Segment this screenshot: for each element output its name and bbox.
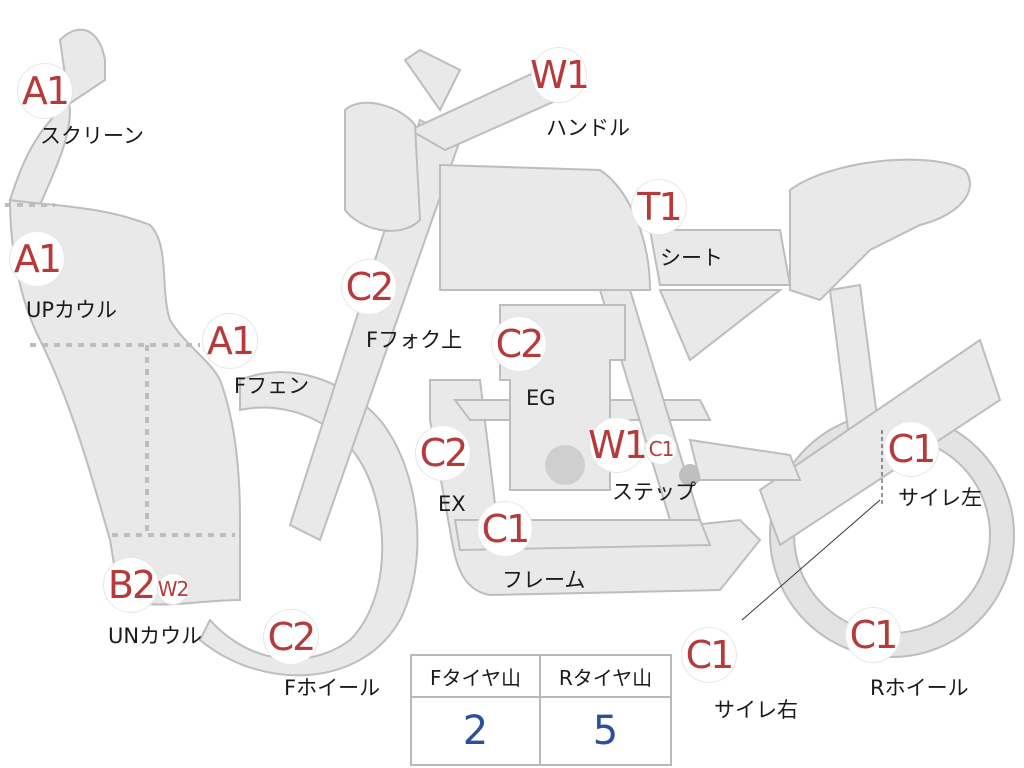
un-cowl-grade-badge: B2 [104,558,158,612]
un-cowl-sub-grade-badge: W2 [158,574,189,604]
f-wheel-grade-badge: C2 [264,610,318,664]
step-sub-grade-badge: C1 [646,434,676,464]
engine-grade-badge: C2 [492,317,546,371]
f-fender-label: Fフェン [234,374,310,398]
step-grade-badge: W1 [588,418,648,472]
exhaust-grade-badge: C2 [416,426,470,480]
r-wheel-grade-badge: C1 [846,608,900,662]
seat-grade-badge: T1 [632,180,686,234]
screen-label: スクリーン [40,124,144,148]
muffler-right-label: サイレ右 [714,698,798,722]
frame-grade-badge: C1 [478,502,532,556]
up-cowl-label: UPカウル [26,298,118,322]
f-wheel-label: Fホイール [284,676,381,700]
front-wheel-shape [198,371,419,677]
step-label: ステップ [612,480,696,504]
tank-shape [439,163,652,291]
r-wheel-label: Rホイール [870,676,969,700]
handle-grade-badge: W1 [530,48,590,102]
headlight-shape [344,101,422,232]
f-fork-label: Fフォク上 [366,328,463,352]
front-tire-value: 2 [412,698,541,764]
un-cowl-label: UNカウル [108,624,203,648]
up-cowl-grade-badge: A1 [10,232,64,286]
screen-grade-badge: A1 [18,64,72,118]
rear-tire-value: 5 [592,708,619,754]
handle-label: ハンドル [546,116,630,140]
muffler-left-grade-badge: C1 [884,422,938,476]
screen-shape [8,28,106,207]
f-fork-grade-badge: C2 [342,260,396,314]
cowl-shape [8,198,241,606]
muffler-shape [758,338,1002,547]
rear-tire-header: Rタイヤ山 [541,656,670,698]
muffler-left-label: サイレ左 [898,486,982,510]
engine-label: EG [526,386,556,410]
exhaust-label: EX [438,492,466,516]
seat-label: シート [660,246,723,270]
f-fender-grade-badge: A1 [203,314,257,368]
tire-tread-table: Fタイヤ山 Rタイヤ山 2 5 [410,654,672,766]
frame-label: フレーム [502,568,586,592]
muffler-right-grade-badge: C1 [682,628,736,682]
front-tire-header: Fタイヤ山 [412,656,541,698]
